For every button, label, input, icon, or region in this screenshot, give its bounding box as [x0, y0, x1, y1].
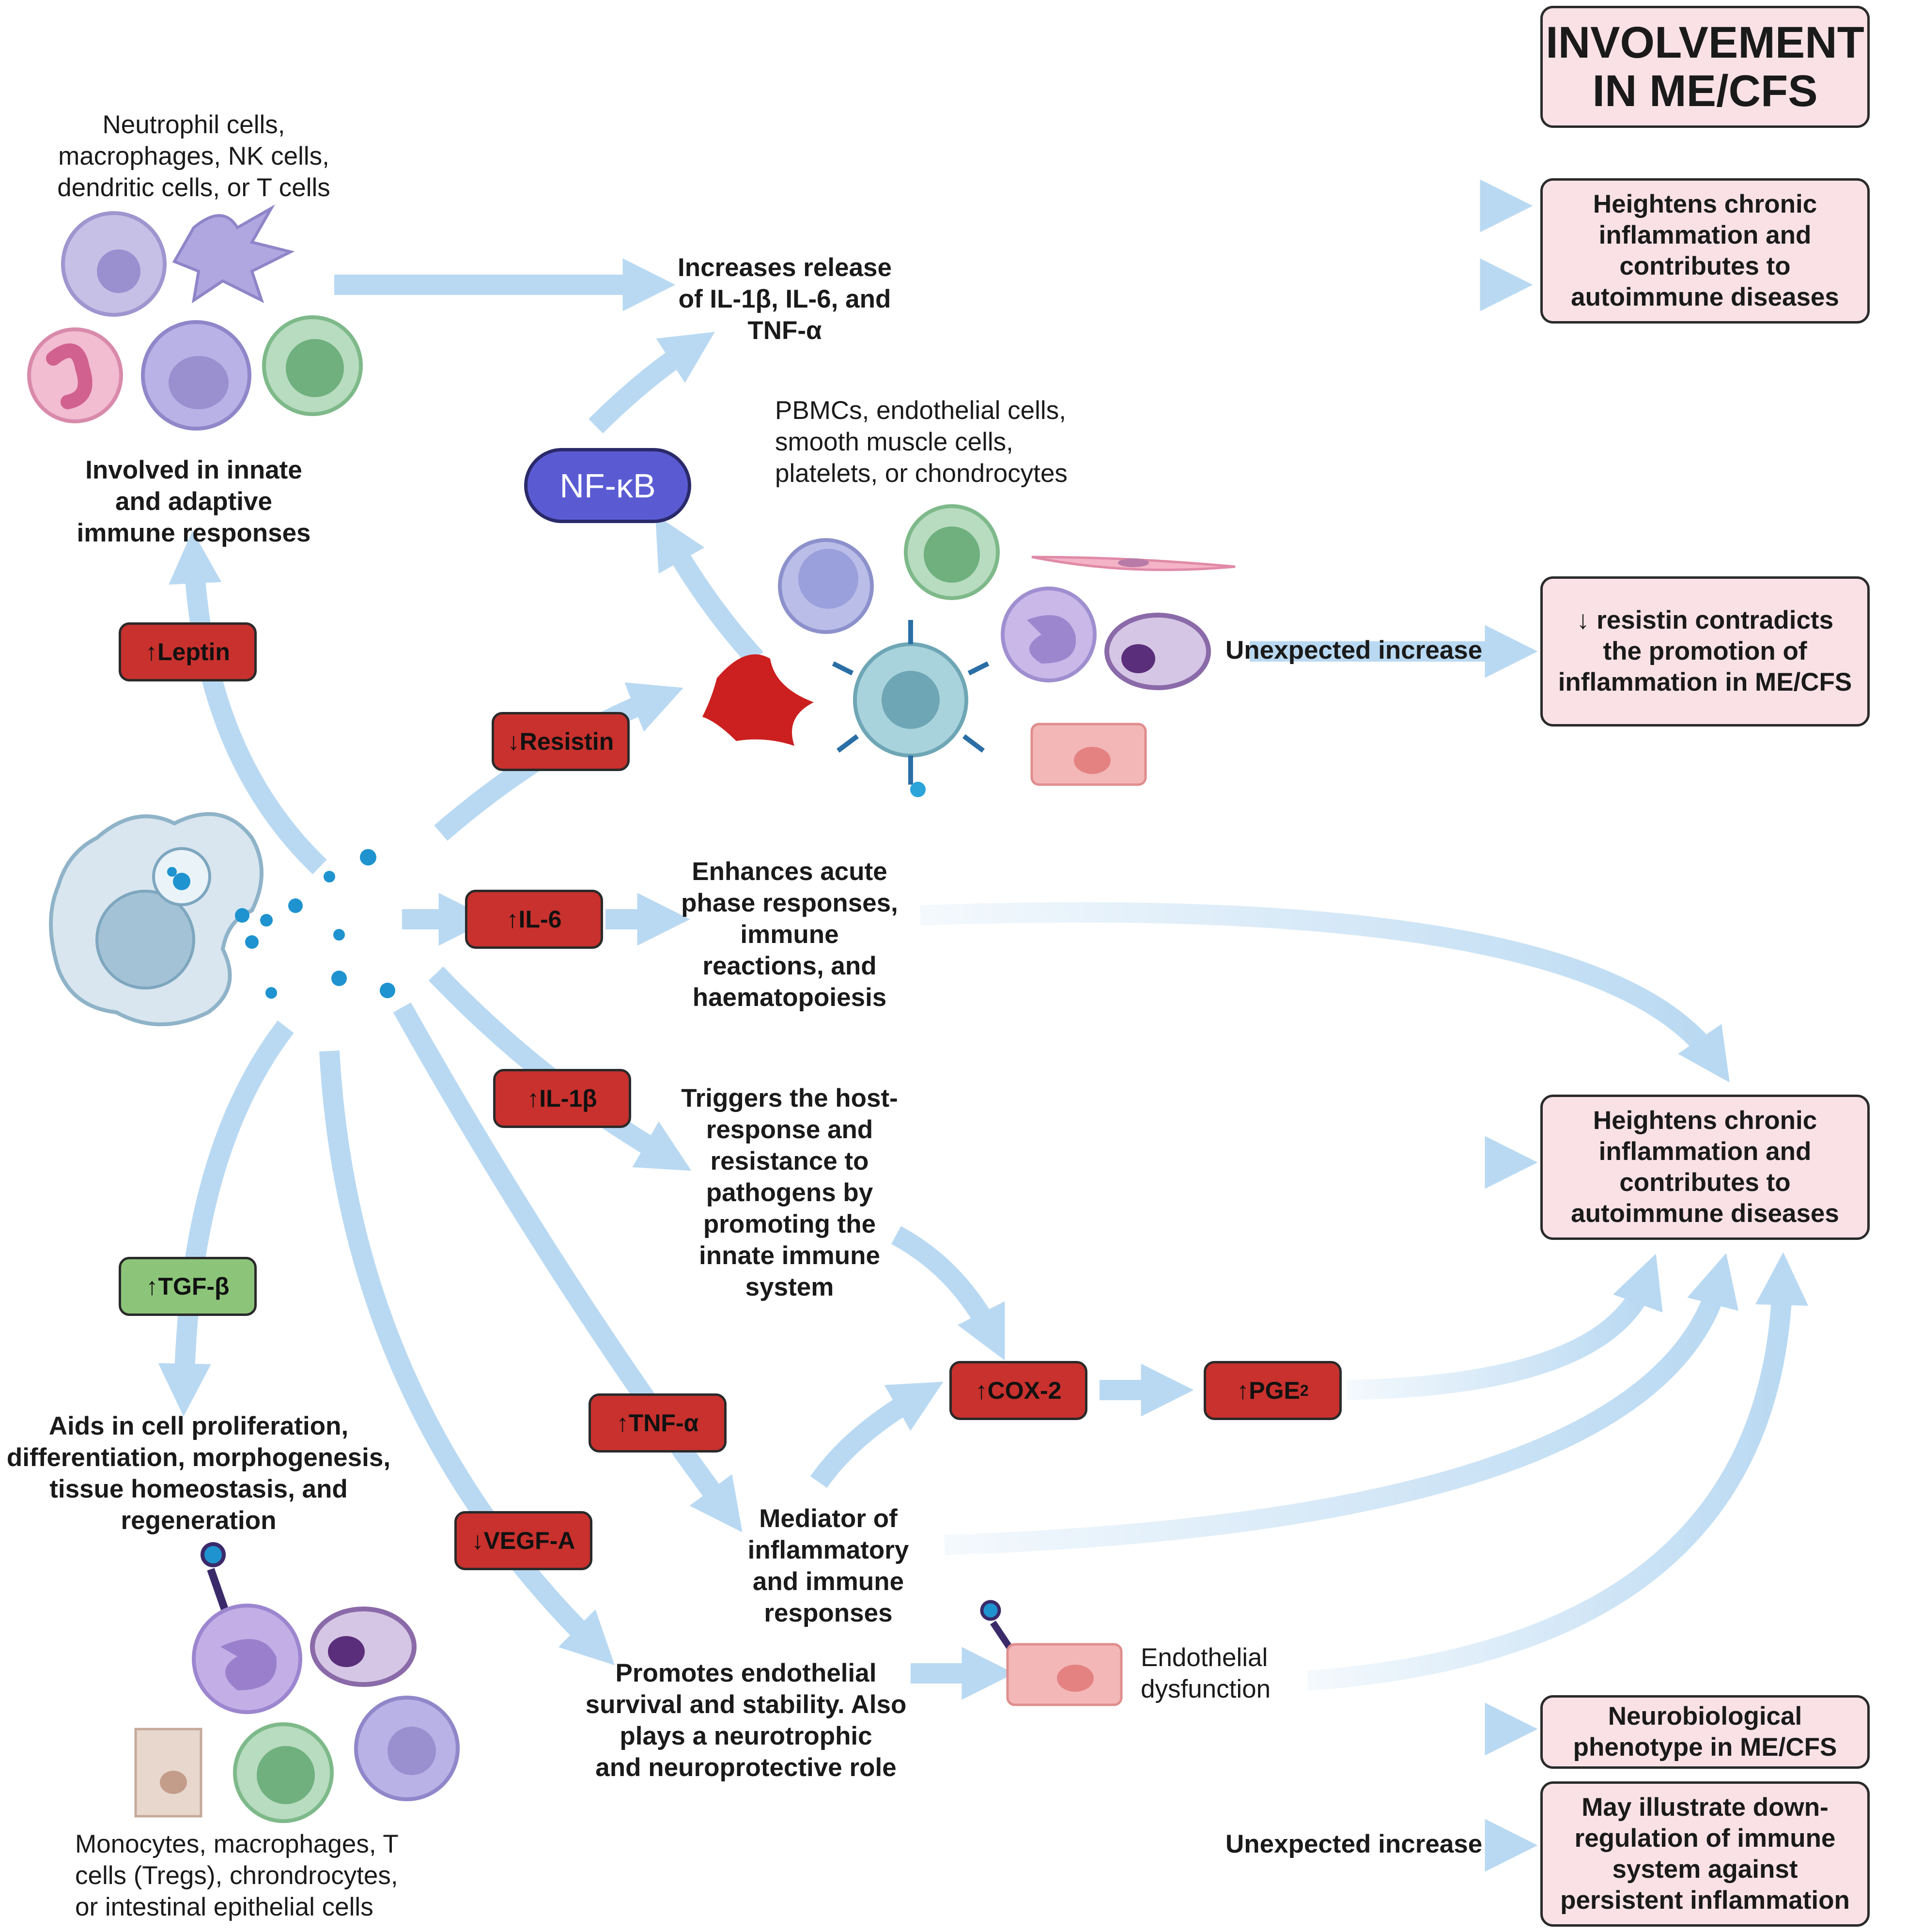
il1b-effect-text: Triggers the host- response and resistan… — [681, 1084, 898, 1301]
unexpected-increase-1: Unexpected increase — [1225, 636, 1483, 665]
vegfa-effect-text: Promotes endothelial survival and stabil… — [585, 1659, 907, 1782]
arrow-resistin-cells-to-nfkb — [655, 514, 763, 666]
plasma-cell-icon — [1104, 613, 1211, 690]
arrow-il6-effect-to-outcome2 — [920, 902, 1730, 1082]
platelet-icon — [702, 654, 814, 746]
outcome-resistin-contradiction: ↓ resistin contradicts the promotion of … — [1540, 576, 1870, 726]
mediator-resistin: ↓Resistin — [492, 712, 630, 771]
mediator-leptin: ↑Leptin — [119, 622, 257, 681]
resistin-cells-label: PBMCs, endothelial cells, smooth muscle … — [775, 396, 1068, 488]
mediator-nfkb: NF-κB — [524, 448, 691, 523]
dendritic-cell-icon — [172, 204, 295, 304]
secreting-cell-icon — [49, 812, 395, 1026]
leptin-role-text: Involved in innate and adaptive immune r… — [77, 456, 311, 547]
mediator-tgfb: ↑TGF-β — [119, 1257, 257, 1316]
leptin-cells — [27, 204, 363, 431]
arrow-nfkb-to-release — [589, 332, 715, 433]
mediator-tnfa: ↑TNF-α — [589, 1393, 727, 1453]
arrow-tnf-to-cox2 — [810, 1381, 944, 1488]
receptor-ligand-icon — [201, 1542, 226, 1567]
leptin-cells-label: Neutrophil cells, macrophages, NK cells,… — [57, 110, 330, 202]
outcome-neurobiological: Neurobiological phenotype in ME/CFS — [1540, 1695, 1870, 1769]
tgfb-effect-text: Aids in cell proliferation, differentiat… — [6, 1412, 391, 1535]
arrow-pge2-to-outcome2 — [1346, 1253, 1663, 1400]
arrow-cell-to-tgfb — [158, 1020, 294, 1417]
cytokine-release-text: Increases release of IL-1β, IL-6, and TN… — [677, 253, 892, 345]
tgfb-cells-label: Monocytes, macrophages, T cells (Tregs),… — [75, 1830, 399, 1921]
outcome-chronic-inflammation-2: Heightens chronic inflammation and contr… — [1540, 1095, 1870, 1240]
outcome-chronic-inflammation-1: Heightens chronic inflammation and contr… — [1540, 178, 1870, 324]
endothelial-dysfunction-icon — [980, 1600, 1123, 1706]
mediator-il1b: ↑IL-1β — [493, 1069, 631, 1128]
outcome-downregulation: May illustrate down- regulation of immun… — [1540, 1781, 1870, 1927]
granulocyte-cell-icon — [27, 327, 123, 423]
mediator-pge2-subscript: 2 — [1300, 1381, 1309, 1399]
arrow-cell-to-leptin — [169, 530, 327, 875]
mediator-pge2-label: ↑PGE — [1237, 1377, 1300, 1404]
arrows — [158, 179, 1809, 1872]
arrow-cell-to-vegfa — [319, 1050, 615, 1666]
tnfa-effect-text: Mediator of inflammatory and immune resp… — [747, 1504, 909, 1627]
b-cell-with-receptors-icon — [832, 620, 990, 797]
arrow-il1b-effect-to-cox2 — [891, 1226, 1005, 1360]
resistin-cells — [702, 504, 1236, 797]
arrow-endo-to-outcome2 — [1307, 1252, 1809, 1691]
mediator-cox2: ↑COX-2 — [949, 1361, 1087, 1420]
arrow-tnf-effect-to-outcome2 — [944, 1253, 1739, 1555]
mediator-il6: ↑IL-6 — [465, 890, 603, 949]
endothelial-dysfunction-label: Endothelial dysfunction — [1141, 1643, 1271, 1703]
il6-effect-text: Enhances acute phase responses, immune r… — [681, 857, 898, 1012]
tgfb-cells — [134, 1542, 460, 1823]
unexpected-increase-2: Unexpected increase — [1225, 1830, 1483, 1858]
title-box: INVOLVEMENT IN ME/CFS — [1540, 6, 1870, 128]
mediator-vegfa: ↓VEGF-A — [454, 1511, 592, 1570]
